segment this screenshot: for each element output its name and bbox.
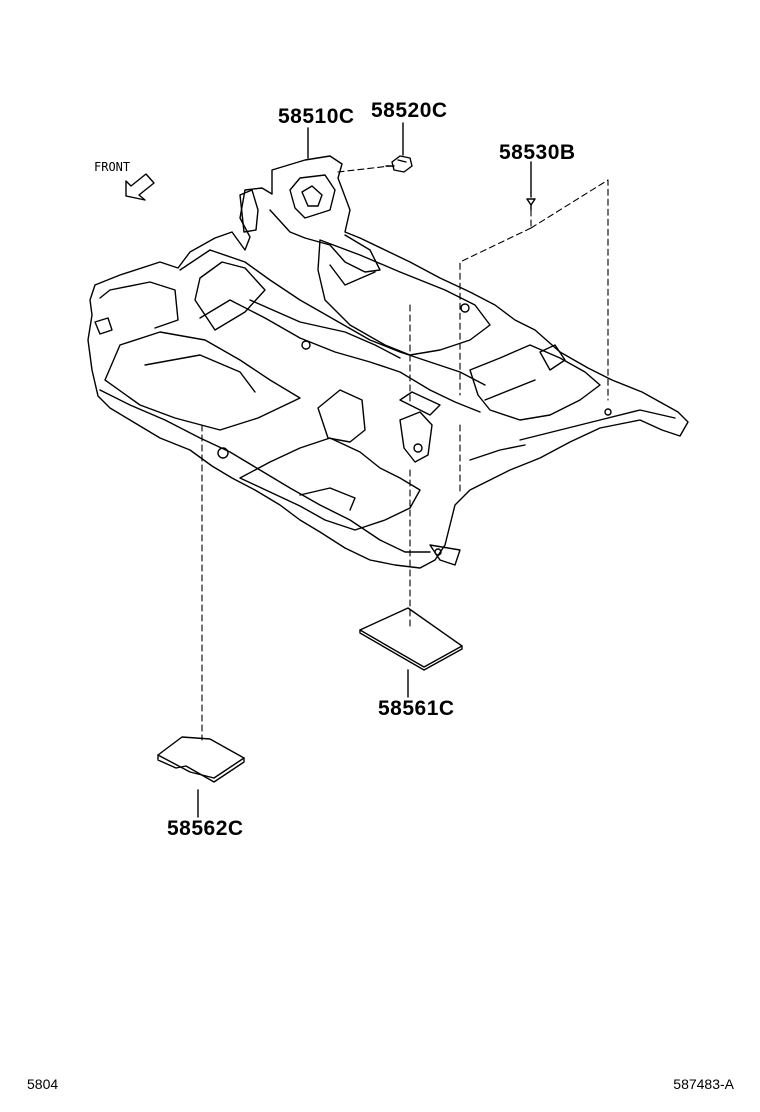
- part-number-58530b[interactable]: 58530B: [499, 141, 576, 164]
- leader-lines: [197, 122, 532, 818]
- floor-carpet-drawing: [87, 155, 689, 569]
- section-code: 5804: [27, 1076, 59, 1092]
- silencer-58561c-drawing: [359, 607, 463, 671]
- front-arrow-icon: [125, 173, 155, 201]
- front-label: FRONT: [94, 160, 131, 174]
- part-number-58562c[interactable]: 58562C: [167, 817, 244, 840]
- fastener-part-drawing: [526, 198, 536, 211]
- clip-part-drawing: [385, 155, 413, 173]
- silencer-58562c-drawing: [157, 736, 245, 783]
- part-number-58561c[interactable]: 58561C: [378, 697, 455, 720]
- illustration-id: 587483-A: [673, 1076, 734, 1092]
- part-number-58510c[interactable]: 58510C: [278, 105, 355, 128]
- assembly-dashed-lines: [201, 165, 609, 741]
- part-number-58520c[interactable]: 58520C: [371, 99, 448, 122]
